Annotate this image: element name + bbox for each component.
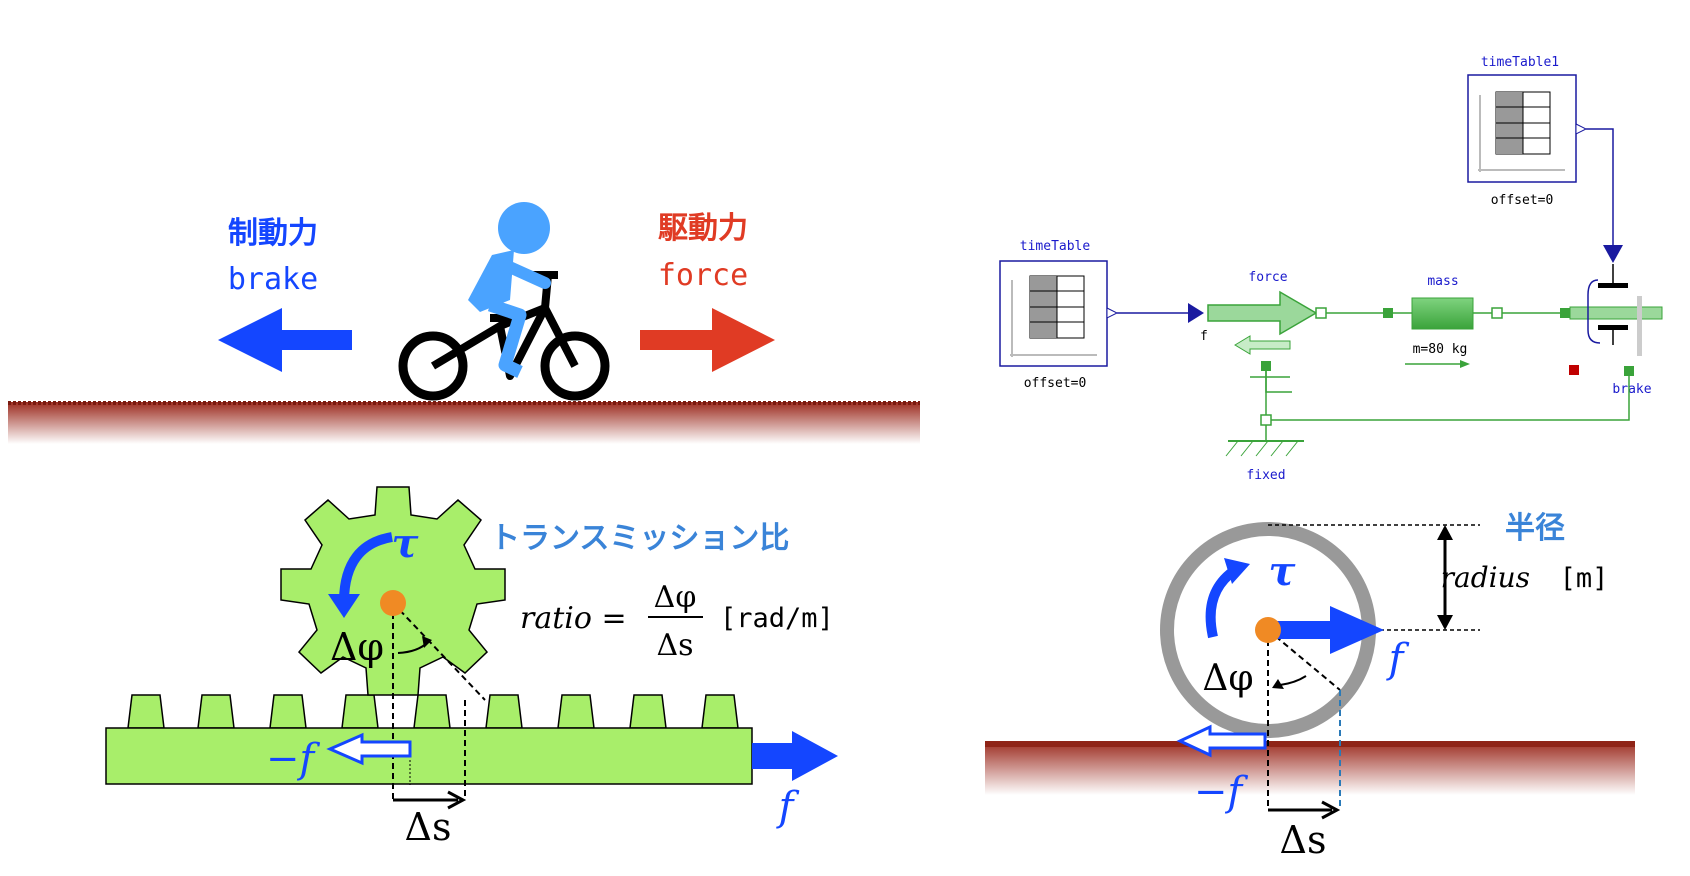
gear-scene: τ Δφ トランスミッション比 ratio = Δφ Δs [rad/m] −f… bbox=[105, 486, 838, 849]
drive-label-en: force bbox=[658, 258, 748, 293]
gear-rotated-line bbox=[392, 602, 486, 701]
ratio-lhs: ratio = bbox=[520, 601, 627, 636]
bike-scene: 制動力 brake 駆動力 force bbox=[8, 202, 920, 444]
wheel-tau: τ bbox=[1269, 548, 1296, 595]
wheel-ground-strip bbox=[985, 741, 1635, 795]
timetable1-label: timeTable1 bbox=[1481, 55, 1559, 70]
brake-label: brake bbox=[1612, 382, 1651, 397]
wheel-dphi: Δφ bbox=[1202, 658, 1253, 699]
wheel-ds: Δs bbox=[1280, 818, 1327, 862]
gear-f-arrow-icon bbox=[752, 731, 838, 781]
wheel-neg-f: −f bbox=[1194, 769, 1249, 815]
ground-strip bbox=[8, 402, 920, 444]
fixed-label: fixed bbox=[1246, 468, 1285, 483]
timetable-block[interactable] bbox=[999, 260, 1119, 367]
ratio-numerator: Δφ bbox=[654, 580, 697, 615]
ratio-unit: [rad/m] bbox=[720, 603, 834, 634]
support-line bbox=[1271, 376, 1630, 421]
gear-torque-arrow-icon bbox=[339, 532, 394, 601]
gear-tau: τ bbox=[392, 520, 419, 567]
gear-dphi: Δφ bbox=[330, 625, 384, 669]
radius-unit: [m] bbox=[1560, 563, 1609, 594]
heat-port-icon bbox=[1569, 365, 1579, 375]
gear-f: f bbox=[776, 784, 800, 830]
brake-block[interactable] bbox=[1569, 264, 1663, 376]
gear-neg-f: −f bbox=[266, 736, 321, 782]
wheel-rotated-line bbox=[1267, 629, 1341, 691]
rider-icon bbox=[468, 202, 551, 378]
timetable1-offset: offset=0 bbox=[1491, 193, 1554, 208]
f-input-icon bbox=[1188, 303, 1204, 323]
brake-input-icon bbox=[1603, 245, 1623, 263]
gear-axis-dot bbox=[380, 590, 406, 616]
wheel-f-arrow-icon bbox=[1330, 606, 1384, 654]
radius-label-jp: 半径 bbox=[1505, 511, 1565, 546]
force-block[interactable] bbox=[1207, 290, 1327, 371]
radius-label-en: radius bbox=[1441, 561, 1530, 594]
brake-label-en: brake bbox=[228, 262, 318, 297]
mass-param: m=80 kg bbox=[1413, 342, 1468, 357]
transmission-ratio-title: トランスミッション比 bbox=[490, 521, 789, 556]
rack-body bbox=[105, 727, 753, 785]
wheel-f: f bbox=[1386, 636, 1410, 682]
force-label: force bbox=[1248, 270, 1287, 285]
timetable1-block[interactable] bbox=[1467, 74, 1588, 183]
brake-label-jp: 制動力 bbox=[228, 216, 318, 251]
model-diagram: timeTable1 offset=0 timeTable offset=0 f bbox=[999, 55, 1663, 483]
ratio-denominator: Δs bbox=[656, 628, 693, 663]
drive-label-jp: 駆動力 bbox=[658, 211, 748, 246]
timetable-label: timeTable bbox=[1020, 239, 1091, 254]
brake-arrow-icon bbox=[218, 308, 352, 372]
timetable-offset: offset=0 bbox=[1024, 376, 1087, 391]
wheel-axis-dot bbox=[1255, 617, 1281, 643]
force-input-label: f bbox=[1200, 329, 1208, 344]
wheel-neg-f-arrow-icon bbox=[1176, 724, 1267, 758]
mass-label: mass bbox=[1427, 274, 1458, 289]
signal-line-brake bbox=[1586, 128, 1614, 245]
gear-neg-f-arrow-icon bbox=[326, 732, 412, 766]
gear-ds: Δs bbox=[405, 805, 452, 849]
wheel-scene: 半径 radius [m] f τ Δφ −f Δs bbox=[985, 511, 1635, 862]
drive-arrow-icon bbox=[640, 308, 775, 372]
fixed-block[interactable] bbox=[1225, 440, 1304, 457]
rack-teeth bbox=[127, 694, 739, 729]
mass-block[interactable] bbox=[1393, 297, 1503, 368]
